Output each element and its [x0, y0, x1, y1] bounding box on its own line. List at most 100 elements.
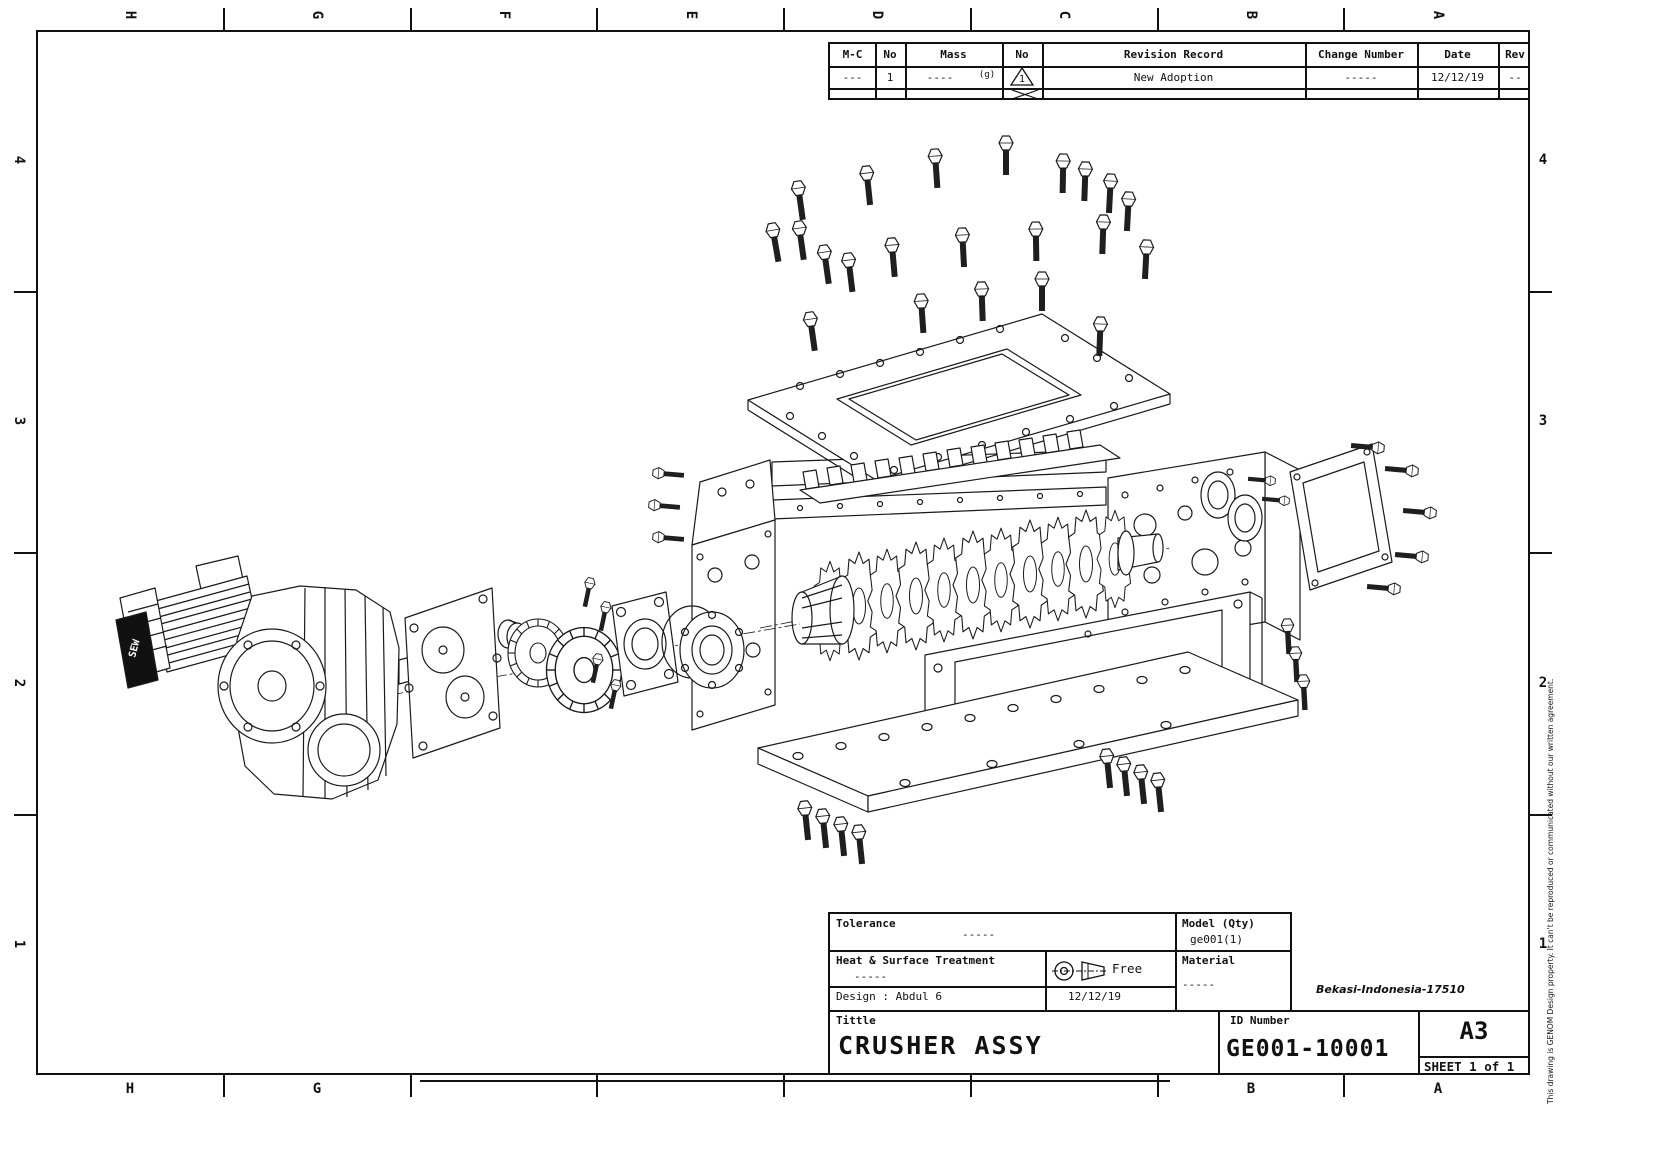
zone-letter-bottom-h: H [125, 1081, 135, 1097]
revision-marker-triangle: 1 [1009, 67, 1035, 86]
titleblock-line [1175, 912, 1177, 1012]
titleblock-line [828, 912, 830, 1075]
right-bearing-cover-group [1200, 443, 1393, 591]
table-line [1417, 44, 1419, 98]
revision-col-date: Date [1444, 48, 1471, 61]
titleblock-line [828, 1010, 1530, 1012]
model-value: ge001(1) [1190, 933, 1243, 946]
base-plate-group [757, 651, 1299, 813]
paper-size: A3 [1459, 1017, 1489, 1045]
drawing-frame-border [36, 30, 1530, 1075]
revision-marker-number: 1 [1019, 74, 1025, 85]
revision-record-value: New Adoption [1133, 71, 1214, 84]
projection-symbol-icon [1052, 961, 1108, 981]
zone-tick [1157, 1075, 1159, 1097]
zone-number-right-2: 2 [1538, 675, 1548, 691]
zone-number-right-1: 1 [1538, 936, 1548, 952]
titleblock-line [828, 950, 1290, 952]
designer-label: Design : Abdul 6 [836, 990, 942, 1003]
revision-mc-value: --- [842, 71, 863, 84]
revision-mass-value: ---- [926, 71, 954, 84]
revision-col-record: Revision Record [1123, 48, 1224, 61]
zone-tick [1530, 552, 1552, 554]
revision-col-no: No [883, 48, 897, 61]
table-line [830, 66, 1528, 68]
company-address: Bekasi-Indonesia-17510 [1316, 983, 1465, 996]
heat-treatment-value: ----- [854, 970, 888, 983]
revision-end-mark [1011, 89, 1039, 100]
revision-mass-unit: (g) [978, 70, 996, 80]
titleblock-line [828, 912, 1290, 914]
zone-tick [410, 8, 412, 30]
top-cover-plate-group [747, 313, 1171, 491]
zone-tick [1530, 291, 1552, 293]
revision-col-mc: M-C [842, 48, 863, 61]
zone-tick [223, 1075, 225, 1097]
revision-date-value: 12/12/19 [1431, 71, 1484, 84]
table-line [1498, 44, 1500, 98]
id-number-label: ID Number [1230, 1014, 1290, 1027]
heat-treatment-label: Heat & Surface Treatment [836, 954, 995, 967]
zone-tick [970, 8, 972, 30]
design-date: 12/12/19 [1068, 990, 1121, 1003]
zone-tick [1343, 1075, 1345, 1097]
motor-gearbox-group: SEW [115, 555, 801, 800]
table-line [1002, 44, 1004, 98]
title-label: Tittle [836, 1014, 876, 1027]
zone-tick [783, 8, 785, 30]
revision-col-rev: Rev [1505, 48, 1525, 61]
table-line [905, 44, 907, 98]
zone-tick [1530, 814, 1552, 816]
zone-tick [596, 8, 598, 30]
tolerance-label: Tolerance [836, 917, 896, 930]
fold-mark-line [420, 1080, 1170, 1082]
table-line [830, 88, 1528, 90]
zone-number-right-4: 4 [1538, 152, 1548, 168]
zone-number-right-3: 3 [1538, 413, 1548, 429]
model-label: Model (Qty) [1182, 917, 1255, 930]
id-number-value: GE001-10001 [1226, 1036, 1390, 1062]
titleblock-line [1418, 1010, 1420, 1075]
bearing-flange-group [611, 591, 745, 697]
zone-tick [596, 1075, 598, 1097]
zone-tick [1157, 8, 1159, 30]
revision-rev-value: -- [1508, 71, 1522, 84]
motor-brand-label: SEW [127, 638, 143, 659]
left-end-plate-group [691, 459, 776, 731]
revision-col-change: Change Number [1317, 48, 1405, 61]
zone-letter-bottom-g: G [312, 1081, 322, 1097]
adapter-plate-group [404, 587, 502, 759]
titleblock-line [828, 986, 1175, 988]
zone-tick [970, 1075, 972, 1097]
zone-tick [1343, 8, 1345, 30]
titleblock-line [1045, 950, 1047, 1012]
table-line [1042, 44, 1044, 98]
titleblock-line [1418, 1056, 1530, 1058]
comb-plate-group [799, 429, 1121, 504]
table-line [1305, 44, 1307, 98]
gear-train-group [497, 618, 623, 714]
revision-table: M-C No Mass No Revision Record Change Nu… [828, 42, 1530, 100]
zone-tick [223, 8, 225, 30]
projection-method-label: Free [1112, 961, 1143, 976]
table-line [875, 44, 877, 98]
zone-tick [783, 1075, 785, 1097]
zone-tick [14, 291, 36, 293]
zone-letter-bottom-b: B [1246, 1081, 1256, 1097]
zone-tick [410, 1075, 412, 1097]
tolerance-value: ----- [962, 928, 996, 941]
sheet-count: SHEET 1 of 1 [1424, 1059, 1515, 1074]
material-value: ----- [1182, 978, 1216, 991]
zone-letter-bottom-a: A [1433, 1081, 1443, 1097]
titleblock-line [1290, 912, 1292, 1012]
revision-change-value: ----- [1344, 71, 1378, 84]
material-label: Material [1182, 954, 1235, 967]
zone-tick [14, 552, 36, 554]
revision-col-no2: No [1015, 48, 1029, 61]
titleblock-line [1218, 1010, 1220, 1075]
zone-tick [14, 814, 36, 816]
revision-col-mass: Mass [940, 48, 967, 61]
rotor-assembly-group [759, 509, 1171, 662]
